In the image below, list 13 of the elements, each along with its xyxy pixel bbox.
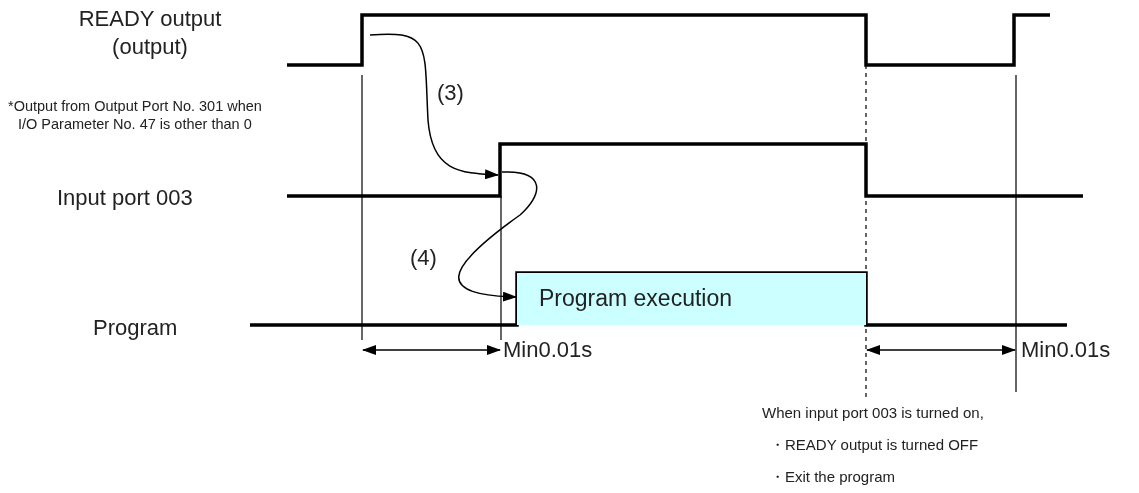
note-text: When input port 003 is turned on, — [762, 404, 984, 421]
signal-name: READY output (output) — [77, 5, 223, 60]
dimension-label: Min0.01s — [503, 337, 593, 363]
dimension-label: Min0.01s — [1021, 337, 1111, 363]
signal-waveform — [287, 142, 1085, 198]
signal-name: Input port 003 — [57, 185, 193, 211]
note-text: ・Exit the program — [770, 468, 896, 487]
process-block — [517, 273, 866, 325]
signal-name: Program — [93, 315, 178, 341]
block-label: Program execution — [539, 285, 733, 312]
signal-waveform — [287, 13, 1052, 67]
footnote: *Output from Output Port No. 301 when I/O Parameter No. 47 is other than 0 — [8, 97, 263, 134]
note-text: ・READY output is turned OFF — [770, 436, 979, 455]
